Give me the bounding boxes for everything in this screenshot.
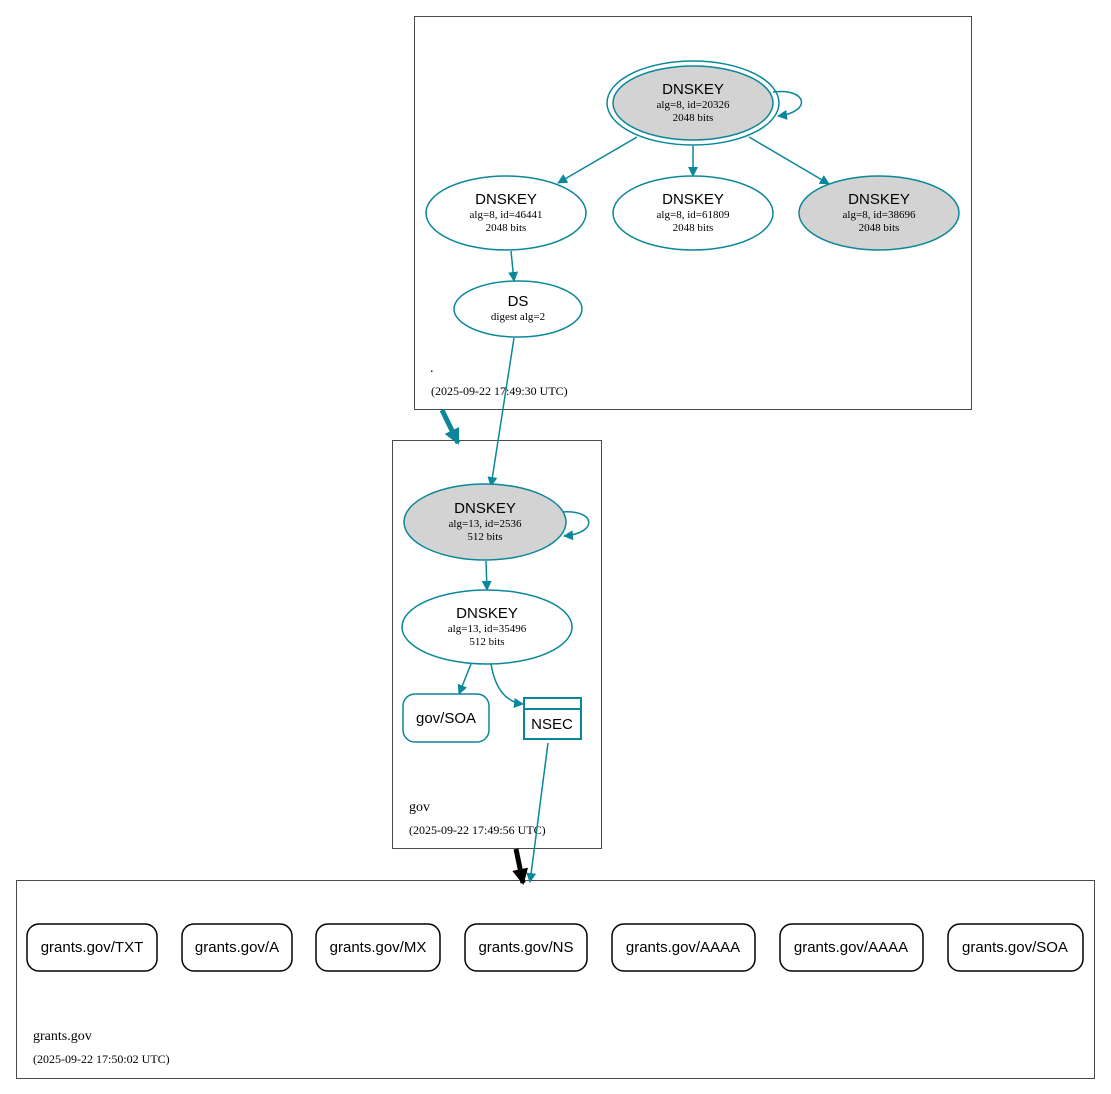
gov-ksk-bits: 512 bits [467, 531, 502, 543]
record-grants-txt[interactable]: grants.gov/TXT [26, 923, 158, 972]
root-zsk-61809-title: DNSKEY [662, 191, 724, 208]
gov-zsk-alg: alg=13, id=35496 [448, 623, 527, 635]
gov-soa-label: gov/SOA [416, 710, 476, 727]
root-zone-timestamp: (2025-09-22 17:49:30 UTC) [431, 384, 568, 398]
gov-ksk-alg: alg=13, id=2536 [449, 518, 522, 530]
edge-root-ksk-to-46441 [557, 136, 638, 184]
gov-zone-box [392, 440, 602, 849]
edge-46441-to-ds [508, 250, 519, 282]
gov-soa-node[interactable]: gov/SOA [402, 693, 490, 743]
gov-ds-node[interactable]: DS digest alg=2 [453, 280, 583, 338]
root-zsk-38696-title: DNSKEY [848, 191, 910, 208]
root-zsk-38696-bits: 2048 bits [859, 222, 900, 234]
record-label: grants.gov/NS [478, 939, 573, 956]
edge-gov-zsk-to-nsec [490, 663, 524, 708]
record-label: grants.gov/A [195, 939, 279, 956]
gov-nsec-label: NSEC [531, 716, 573, 733]
record-label: grants.gov/MX [330, 939, 427, 956]
record-grants-aaaa-1[interactable]: grants.gov/AAAA [611, 923, 756, 972]
root-zsk-46441-alg: alg=8, id=46441 [470, 209, 543, 221]
record-grants-a[interactable]: grants.gov/A [181, 923, 293, 972]
grants-zone-box [16, 880, 1095, 1079]
grants-zone-timestamp: (2025-09-22 17:50:02 UTC) [33, 1052, 170, 1066]
root-zsk-61809-node[interactable]: DNSKEY alg=8, id=61809 2048 bits [612, 175, 774, 251]
record-grants-aaaa-2[interactable]: grants.gov/AAAA [779, 923, 924, 972]
root-zsk-61809-bits: 2048 bits [673, 222, 714, 234]
root-zsk-38696-node[interactable]: DNSKEY alg=8, id=38696 2048 bits [798, 175, 960, 251]
record-label: grants.gov/AAAA [626, 939, 740, 956]
root-zsk-61809-alg: alg=8, id=61809 [657, 209, 730, 221]
gov-zsk-node[interactable]: DNSKEY alg=13, id=35496 512 bits [401, 589, 573, 665]
root-ksk-alg: alg=8, id=20326 [657, 99, 730, 111]
root-zsk-46441-bits: 2048 bits [486, 222, 527, 234]
edge-gov-ksk-to-zsk [481, 560, 492, 591]
root-zone-name: . [430, 361, 434, 376]
root-ksk-node[interactable]: DNSKEY alg=8, id=20326 2048 bits [606, 60, 780, 146]
gov-ksk-node[interactable]: DNSKEY alg=13, id=2536 512 bits [403, 483, 567, 561]
gov-nsec-node[interactable]: NSEC [523, 697, 582, 740]
edge-delegation-root-gov [439, 408, 461, 445]
record-grants-ns[interactable]: grants.gov/NS [464, 923, 588, 972]
root-zsk-46441-title: DNSKEY [475, 191, 537, 208]
gov-ds-title: DS [508, 293, 529, 310]
record-grants-soa[interactable]: grants.gov/SOA [947, 923, 1084, 972]
edge-root-ksk-self [772, 90, 803, 120]
edge-ds-to-gov-ksk [487, 337, 515, 487]
record-label: grants.gov/SOA [962, 939, 1068, 956]
edge-gov-ksk-self [560, 511, 590, 541]
gov-zone-name: gov [409, 800, 430, 815]
edge-delegation-gov-grants [512, 848, 529, 885]
edge-nsec-to-grants [526, 742, 549, 883]
root-ksk-title: DNSKEY [662, 81, 724, 98]
gov-ds-digest: digest alg=2 [491, 311, 545, 323]
gov-zsk-bits: 512 bits [469, 636, 504, 648]
edge-gov-zsk-to-soa [457, 663, 472, 695]
root-ksk-bits: 2048 bits [673, 112, 714, 124]
gov-zsk-title: DNSKEY [456, 605, 518, 622]
gov-ksk-title: DNSKEY [454, 500, 516, 517]
root-zsk-38696-alg: alg=8, id=38696 [843, 209, 916, 221]
root-zone-box [414, 16, 972, 410]
record-label: grants.gov/TXT [41, 939, 144, 956]
grants-zone-name: grants.gov [33, 1029, 92, 1044]
gov-zone-timestamp: (2025-09-22 17:49:56 UTC) [409, 823, 546, 837]
root-zsk-46441-node[interactable]: DNSKEY alg=8, id=46441 2048 bits [425, 175, 587, 251]
edge-root-ksk-to-38696 [748, 136, 830, 185]
record-grants-mx[interactable]: grants.gov/MX [315, 923, 441, 972]
record-label: grants.gov/AAAA [794, 939, 908, 956]
